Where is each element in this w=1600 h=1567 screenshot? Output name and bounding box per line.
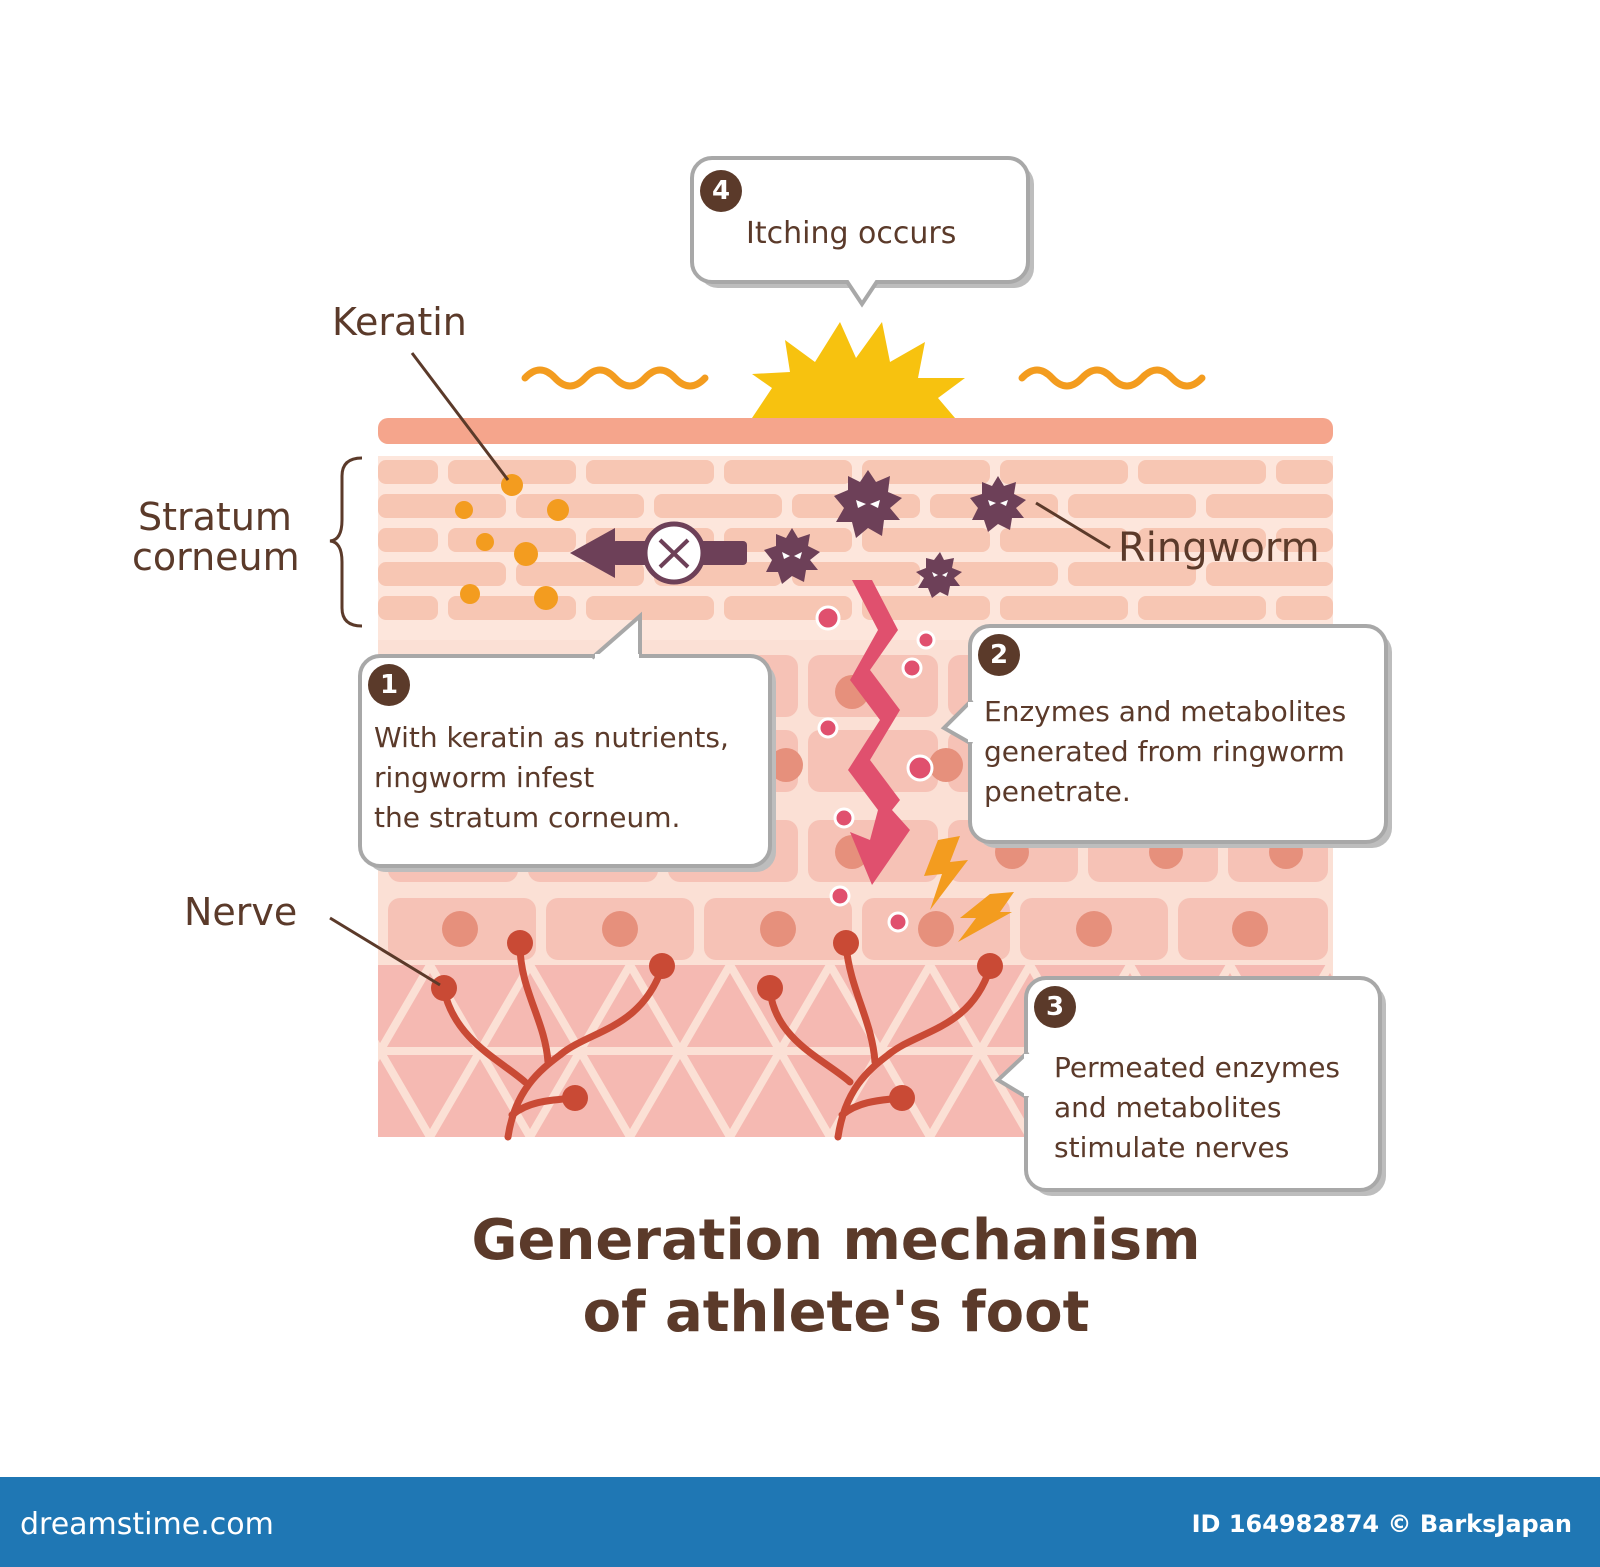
ringworm-eyes bbox=[782, 500, 1008, 577]
itch-burst-icon bbox=[752, 322, 965, 418]
step-1-line3: the stratum corneum. bbox=[374, 801, 681, 834]
footer-brand[interactable]: dreamstime.com bbox=[20, 1507, 274, 1542]
keratin-leader bbox=[410, 352, 510, 481]
step-1-line2: ringworm infest bbox=[374, 761, 595, 794]
step-4-badge: 4 bbox=[700, 170, 742, 212]
ringworm-leader bbox=[1035, 501, 1111, 550]
step-2-line2: generated from ringworm bbox=[984, 735, 1345, 768]
ringworm-label: Ringworm bbox=[1118, 525, 1320, 571]
diagram-title-line1: Generation mechanism bbox=[471, 1208, 1201, 1273]
callout-box-1 bbox=[358, 611, 776, 872]
lightning-icon bbox=[924, 836, 1014, 942]
step-3-line2: and metabolites bbox=[1054, 1091, 1282, 1124]
step-3-badge: 3 bbox=[1034, 986, 1076, 1028]
nerve-leader bbox=[329, 916, 441, 987]
diagram-title-line2: of athlete's foot bbox=[582, 1280, 1090, 1345]
step-3-line3: stimulate nerves bbox=[1054, 1131, 1290, 1164]
keratin-dots bbox=[455, 474, 569, 610]
stratum-brace bbox=[329, 456, 363, 628]
step-1-badge: 1 bbox=[368, 664, 410, 706]
callout-box-3 bbox=[994, 976, 1386, 1196]
step-2-line1: Enzymes and metabolites bbox=[984, 695, 1347, 728]
callout-box-4 bbox=[690, 156, 1034, 308]
step-2-line3: penetrate. bbox=[984, 775, 1131, 808]
stratum-label-line2: corneum bbox=[132, 535, 300, 579]
ringworm-icon bbox=[764, 470, 1026, 598]
nerve-label: Nerve bbox=[184, 890, 298, 934]
skin-surface bbox=[378, 418, 1333, 444]
enzyme-arrow-icon bbox=[848, 580, 910, 885]
keratin-label: Keratin bbox=[332, 300, 467, 344]
itch-wave-right bbox=[1018, 366, 1206, 390]
feeding-arrow-icon bbox=[570, 521, 747, 585]
step-2-badge: 2 bbox=[978, 634, 1020, 676]
stratum-label-line1: Stratum bbox=[138, 495, 292, 539]
footer-bar: dreamstime.com ID 164982874 © BarksJapan bbox=[0, 1477, 1600, 1567]
enzyme-particles bbox=[815, 605, 936, 933]
itch-wave-left bbox=[521, 366, 709, 390]
step-3-line1: Permeated enzymes bbox=[1054, 1051, 1341, 1084]
step-4-text: Itching occurs bbox=[746, 216, 957, 251]
footer-credit: ID 164982874 © BarksJapan bbox=[1191, 1510, 1572, 1538]
nerve-endings bbox=[431, 930, 1003, 1111]
step-1-line1: With keratin as nutrients, bbox=[374, 721, 729, 754]
callout-box-2 bbox=[940, 624, 1392, 848]
